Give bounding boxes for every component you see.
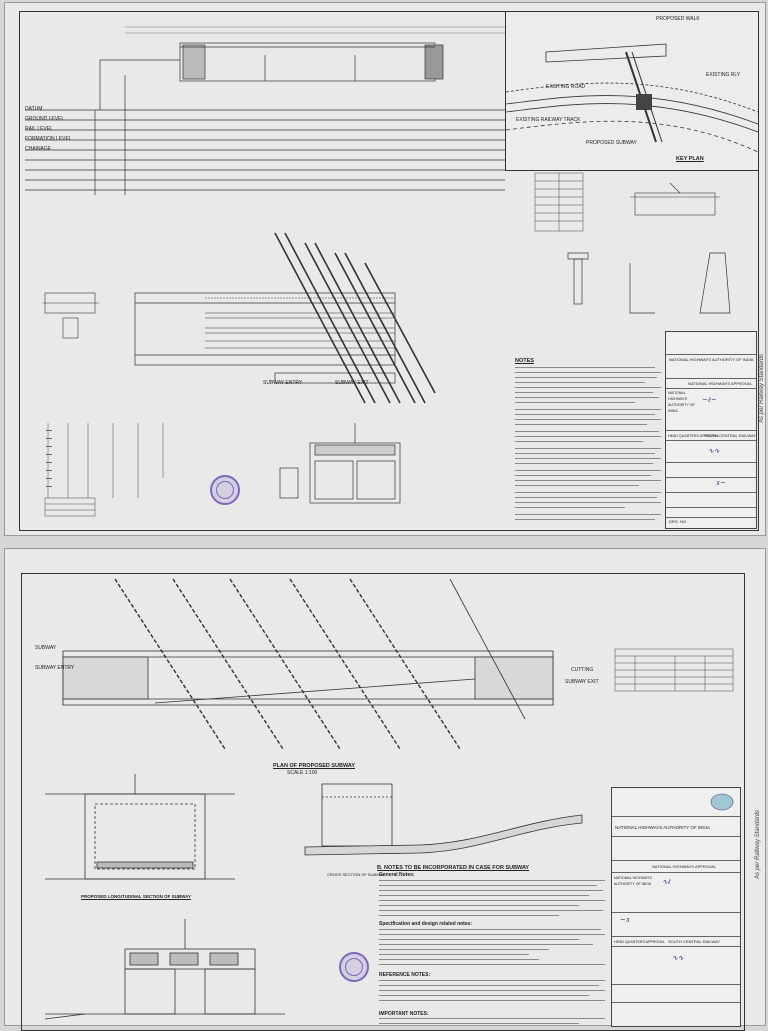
longitudinal-section-drawing	[25, 26, 505, 195]
railway-label: SOUTH CENTRAL RAILWAY	[704, 433, 757, 438]
reference-notes-heading: REFERENCE NOTES:	[379, 972, 431, 978]
hq-label: HEAD QUARTERS APPROVAL	[614, 940, 665, 944]
approval-label: NATIONAL HIGHWAYS APPROVAL	[652, 864, 717, 869]
longitudinal-section-title: PROPOSED LONGITUDINAL SECTION OF SUBWAY	[81, 894, 192, 899]
subway-entry-label: SUBWAY ENTRY	[35, 665, 75, 671]
title-block-2: NATIONAL HIGHWAYS AUTHORITY OF INDIA NAT…	[611, 787, 741, 1027]
section-row-label: FORMATION LEVEL	[25, 136, 72, 142]
notes-heading: B. NOTES TO BE INCORPORATED IN CASE FOR …	[377, 865, 530, 871]
cross-section-title: CROSS SECTION OF SUBWAY	[327, 872, 385, 877]
spec-notes-lines	[379, 929, 609, 973]
section-row-label: CHAINAGE	[25, 146, 52, 152]
cross-section-small	[630, 182, 720, 216]
official-stamp	[339, 952, 369, 982]
key-plan-box: PROPOSED WALK EXISTING ROAD EXISTING RAI…	[505, 11, 759, 171]
important-notes-lines	[379, 1018, 609, 1026]
notes-lines	[515, 367, 663, 527]
key-plan-title: KEY PLAN	[676, 156, 704, 162]
authority-label: NATIONAL HIGHWAYS AUTHORITY OF INDIA	[614, 876, 652, 886]
client-name: NATIONAL HIGHWAYS AUTHORITY OF INDIA	[615, 825, 710, 830]
subway-exit-label: SUBWAY EXIT	[335, 380, 369, 386]
title-block-1: NATIONAL HIGHWAYS AUTHORITY OF INDIA NAT…	[665, 331, 757, 529]
ramp-drawing	[304, 814, 583, 856]
notes-heading: NOTES	[515, 358, 534, 364]
signature: ∿∿	[708, 447, 720, 455]
cutting-label: CUTTING	[571, 667, 594, 673]
key-plan-label: PROPOSED WALK	[656, 16, 700, 22]
general-notes-heading: General Notes:	[379, 872, 415, 878]
key-plan-label: EXISTING RLY	[706, 72, 741, 78]
hq-label: HEAD QUARTERS APPROVAL	[668, 434, 719, 438]
side-note: As per Railway Standards	[759, 353, 765, 423]
section-row-label: GROUND LEVEL	[25, 116, 65, 122]
coordinate-table	[614, 648, 734, 692]
subway-longitudinal-section	[45, 774, 235, 880]
subway-plan-drawing	[134, 232, 436, 404]
reference-table	[534, 172, 584, 232]
important-notes-heading: IMPORTANT NOTES:	[379, 1011, 429, 1017]
subway-cross-section-rails	[44, 919, 285, 1020]
key-plan-map	[505, 43, 759, 153]
approval-label: NATIONAL HIGHWAYS APPROVAL	[688, 381, 753, 386]
logo-mark	[710, 793, 734, 811]
signature: ɤ~	[716, 479, 726, 487]
spec-notes-heading: Specification and design related notes:	[379, 921, 473, 927]
notes-column: NOTES	[515, 358, 663, 523]
signature: ∿∿	[672, 954, 684, 962]
schedule-tables	[44, 423, 164, 517]
plan-scale: SCALE 1:100	[287, 770, 318, 776]
reference-notes-lines	[379, 980, 609, 1010]
general-notes-lines	[379, 880, 609, 930]
drawing-sheet-1: DATUM GROUND LEVEL RAIL LEVEL FORMATION …	[4, 2, 766, 536]
subway-plan-drawing-2	[62, 578, 554, 750]
sheet-1-frame	[19, 11, 759, 531]
box-cross-section	[279, 423, 401, 504]
authority-label: NATIONAL HIGHWAYS AUTHORITY OF INDIA	[668, 391, 695, 413]
railway-label: SOUTH CENTRAL RAILWAY	[668, 939, 721, 944]
client-name: NATIONAL HIGHWAYS AUTHORITY OF INDIA	[669, 357, 754, 362]
signature: ~ℓ~	[702, 396, 717, 404]
key-plan-label: EXISTING ROAD	[546, 84, 586, 90]
signature: ∿ℓ	[662, 878, 671, 886]
key-plan-label: EXISTING RAILWAY TRACK	[516, 117, 581, 123]
drawing-sheet-2: SUBWAY ENTRY SUBWAY EXIT SUBWAY CUTTING …	[4, 548, 766, 1031]
pier-section-drawing	[567, 252, 731, 314]
subway-exit-label: SUBWAY EXIT	[565, 679, 599, 685]
side-note: As per Railway Standards	[755, 809, 761, 879]
signature: ~ɤ	[620, 916, 630, 924]
location-plan-drawing	[43, 292, 99, 339]
drawing-number-label: DRG. NO.	[669, 519, 688, 524]
subway-label: SUBWAY	[35, 645, 57, 651]
section-row-label: RAIL LEVEL	[25, 126, 53, 132]
subway-entry-label: SUBWAY ENTRY	[263, 380, 303, 386]
key-plan-label: PROPOSED SUBWAY	[586, 140, 637, 146]
plan-title: PLAN OF PROPOSED SUBWAY	[273, 763, 356, 769]
official-stamp	[210, 475, 240, 505]
section-row-label: DATUM	[25, 106, 43, 112]
